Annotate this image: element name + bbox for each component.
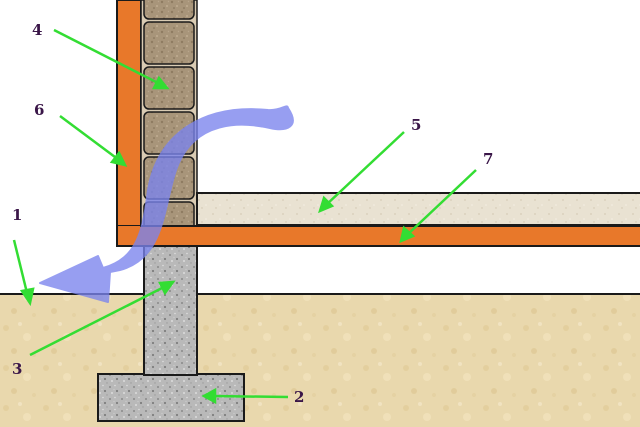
callout-2: 2 <box>294 388 304 406</box>
heat-loss-arrow <box>39 105 294 303</box>
callout-3: 3 <box>12 360 22 378</box>
callout-5: 5 <box>411 116 421 134</box>
pointer-arrow-2 <box>201 387 289 405</box>
foundation-wall <box>143 245 198 376</box>
wall-insulation-layer <box>116 0 142 247</box>
pointer-arrow-6 <box>59 114 128 167</box>
pointer-arrow-1 <box>12 239 35 307</box>
floor-screed-layer <box>196 192 640 226</box>
masonry-block <box>143 0 195 20</box>
pointer-arrows <box>12 28 477 405</box>
insulation-corner <box>118 226 140 245</box>
callout-6: 6 <box>34 101 44 119</box>
pointer-arrow-5 <box>318 131 405 214</box>
pointer-arrow-4 <box>53 28 170 90</box>
floor-insulation-layer <box>116 225 640 247</box>
masonry-block <box>143 21 195 65</box>
callout-7: 7 <box>483 150 493 168</box>
pointer-arrow-3 <box>29 280 176 357</box>
masonry-wall <box>140 0 198 247</box>
foundation-footing <box>97 373 245 422</box>
callout-1: 1 <box>12 206 22 224</box>
pointer-arrow-7 <box>399 169 477 244</box>
ground-soil <box>0 294 640 427</box>
callout-4: 4 <box>32 21 42 39</box>
masonry-block <box>143 66 195 110</box>
